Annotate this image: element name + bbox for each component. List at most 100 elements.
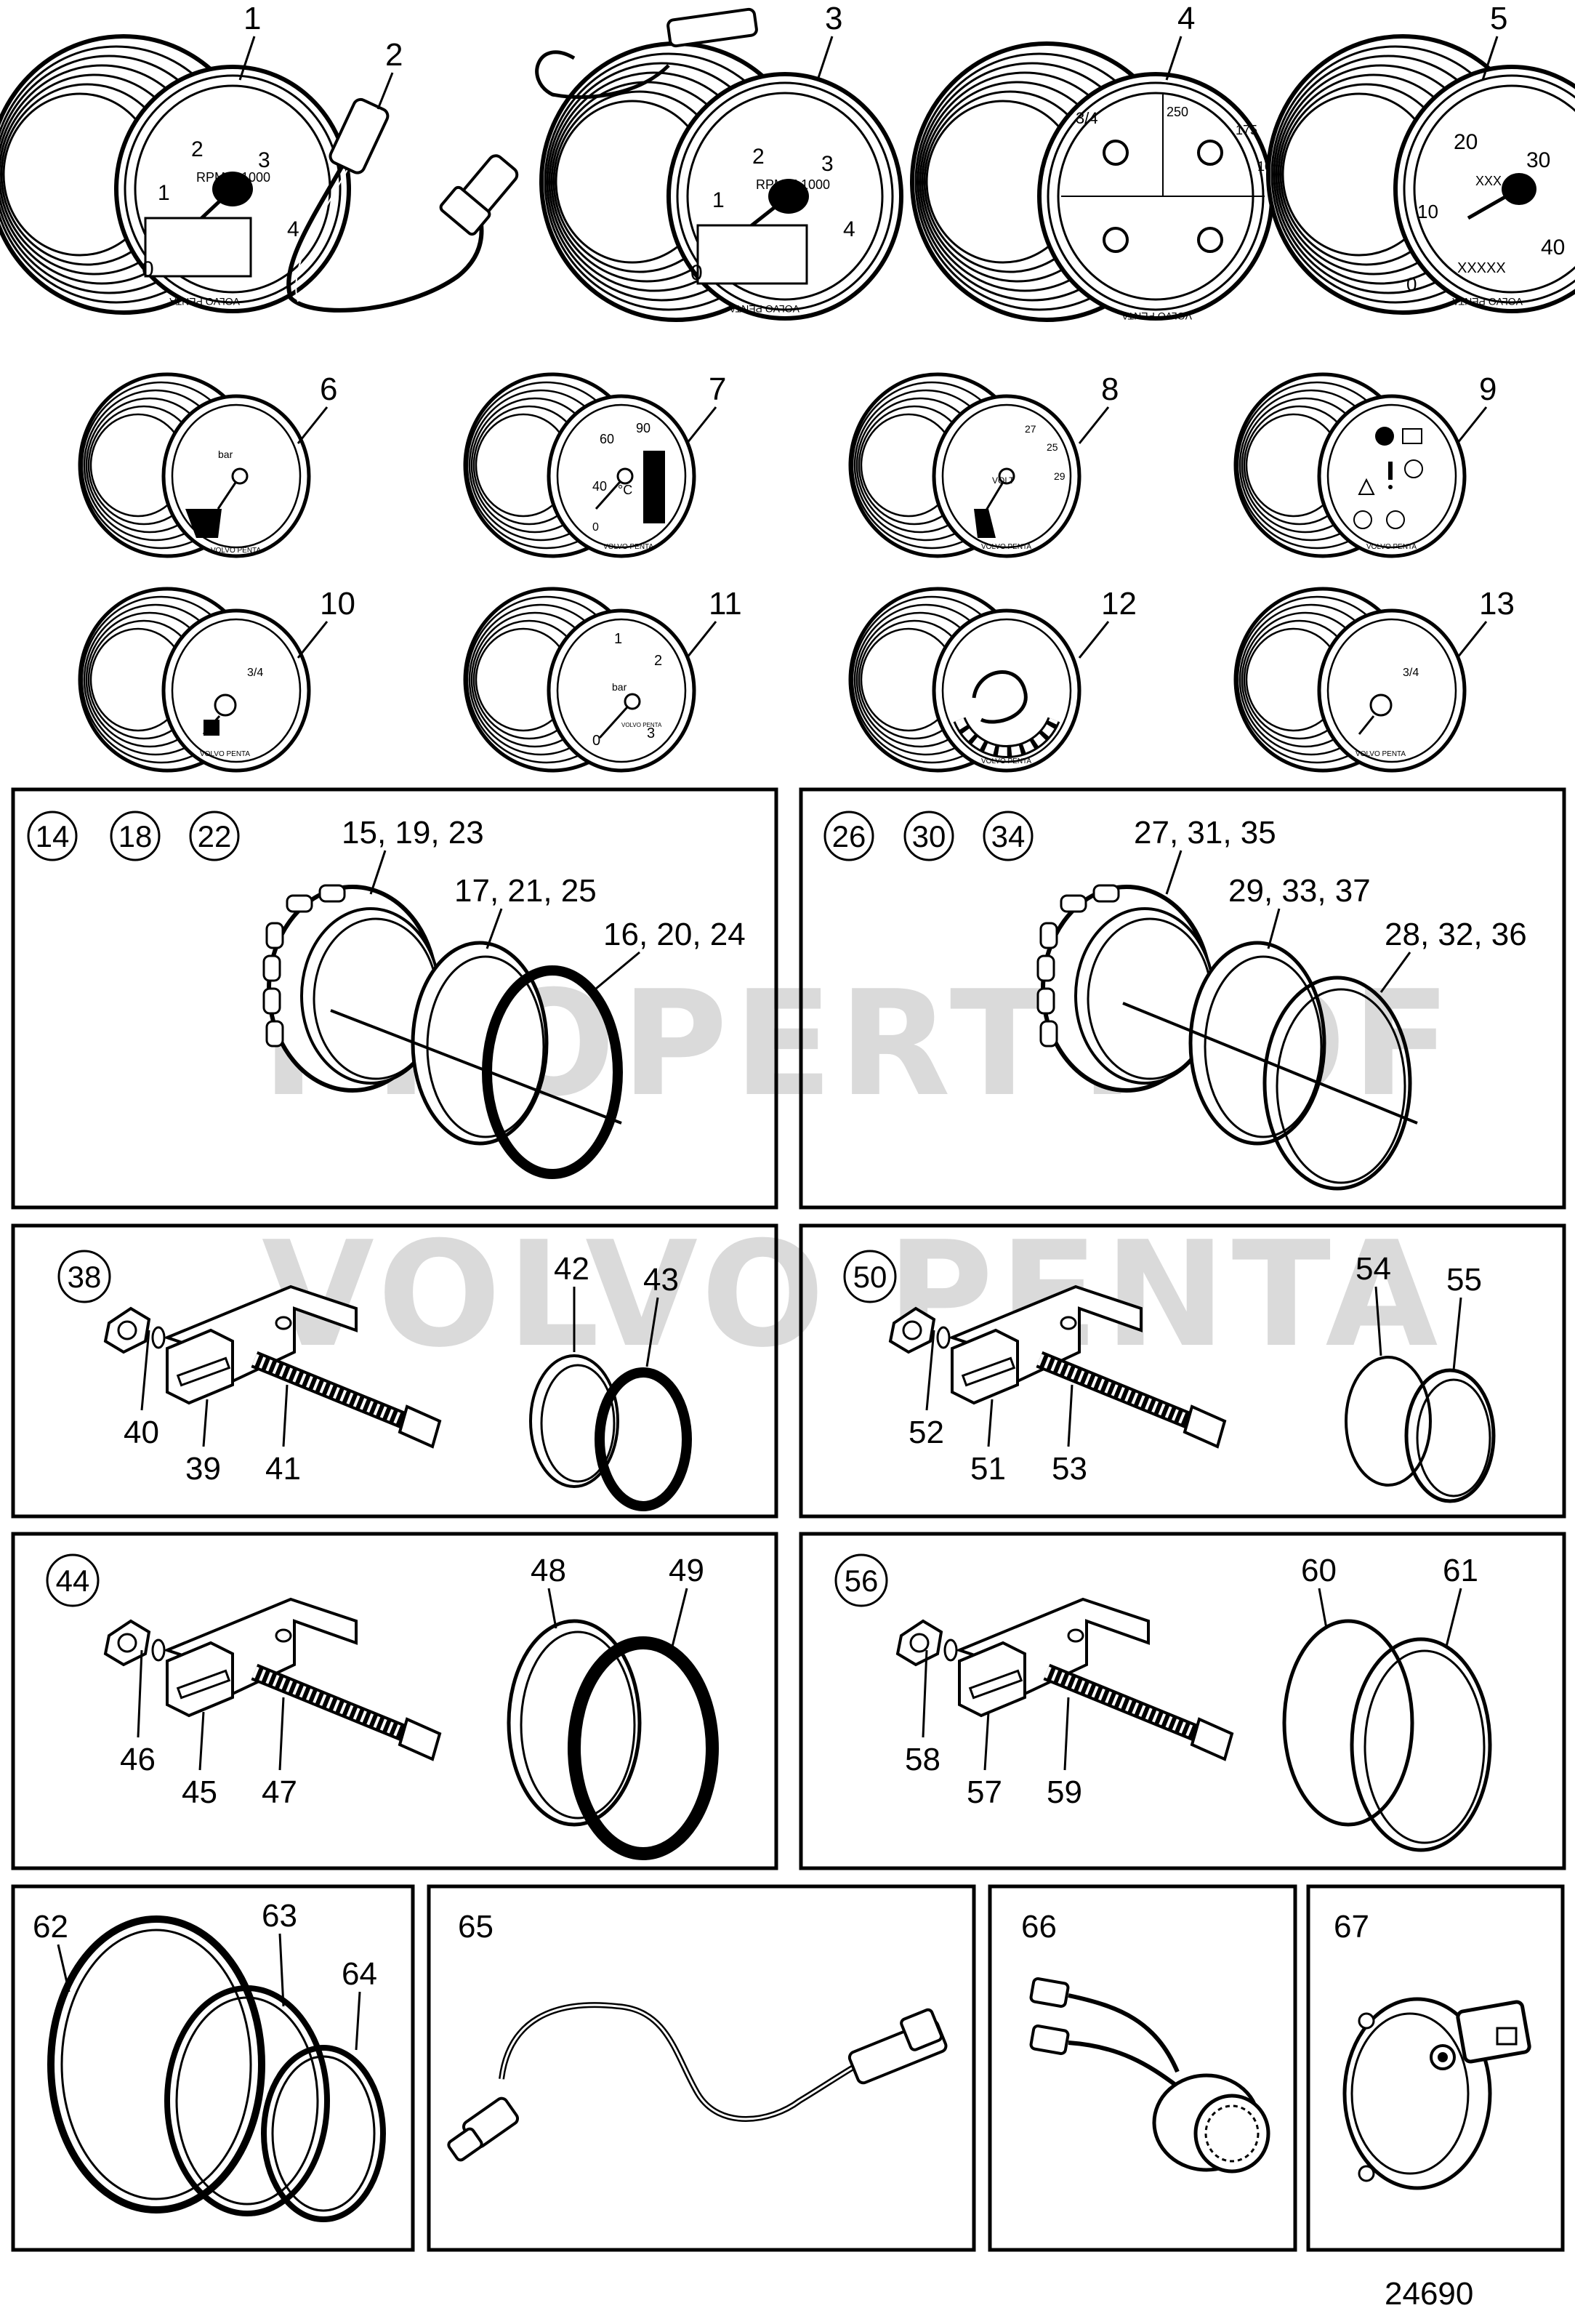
callout-67: 67 — [1334, 1909, 1369, 1945]
callout-39: 39 — [185, 1451, 221, 1487]
gauge-9: VOLVO PENTA — [1236, 374, 1465, 556]
callout-6: 6 — [320, 371, 337, 407]
gauge-6: bar VOLVO PENTA — [80, 374, 309, 556]
kit-ref-26: 26 — [832, 819, 866, 853]
gauge-3-brand: VOLVO PENTA — [729, 303, 799, 315]
gauge-13: 3/4 VOLVO PENTA — [1236, 589, 1465, 771]
kit-ref-30: 30 — [912, 819, 946, 853]
callout-49: 49 — [669, 1553, 704, 1588]
callout-40: 40 — [124, 1415, 159, 1450]
gauge-5-brand: VOLVO PENTA — [1452, 296, 1523, 307]
gauge-7-tick-1: 40 — [592, 479, 607, 494]
gauge-5-unit: XXX — [1475, 174, 1502, 188]
gauge-12: VOLVO PENTA — [850, 589, 1079, 771]
kit-ref-14: 14 — [36, 819, 70, 853]
panel-seals: 62 63 64 — [11, 1884, 415, 2252]
gauge-7-brand: VOLVO PENTA — [603, 543, 653, 551]
panel-buzzer: 66 — [988, 1884, 1297, 2252]
gauge-5-tick-2: 20 — [1454, 130, 1478, 154]
gauge-3: 0 1 2 3 4 RPM X 1000 VOLVO PENTA — [535, 7, 901, 320]
callout-57: 57 — [967, 1774, 1002, 1810]
callout-54: 54 — [1356, 1251, 1391, 1287]
callout-41: 41 — [265, 1451, 301, 1487]
kit-ref-56: 56 — [845, 1564, 879, 1598]
callout-60: 60 — [1301, 1553, 1337, 1588]
callout-12: 12 — [1101, 586, 1137, 622]
gauge-8: 19 27 25 29 VOLT VOLVO PENTA — [850, 374, 1079, 556]
callout-47: 47 — [262, 1774, 297, 1810]
panel-mount-kit-a: 38 40 39 41 42 43 — [11, 1223, 778, 1519]
gauge-5-tick-4: 40 — [1541, 236, 1565, 260]
gauge-9-brand: VOLVO PENTA — [1366, 543, 1417, 551]
callout-3: 3 — [825, 1, 842, 36]
callout-53: 53 — [1052, 1451, 1087, 1487]
gauge-11-tick-3: 3 — [647, 725, 655, 741]
callout-62: 62 — [33, 1909, 68, 1945]
gauge-1-unit: RPM X 1000 — [196, 170, 270, 185]
callout-16-20-24: 16, 20, 24 — [603, 917, 746, 952]
callout-11: 11 — [709, 586, 742, 622]
callout-64: 64 — [342, 1956, 377, 1992]
gauge-5-tick-0: 0 — [1406, 273, 1417, 295]
callout-29-33-37: 29, 33, 37 — [1228, 873, 1371, 909]
gauge-2-harness — [286, 97, 519, 313]
kit-ref-38: 38 — [68, 1260, 102, 1294]
callout-17-21-25: 17, 21, 25 — [454, 873, 597, 909]
gauge-7-tick-2: 60 — [600, 432, 614, 446]
kit-ref-34: 34 — [991, 819, 1026, 853]
gauge-3-tick-4: 4 — [843, 217, 855, 241]
callout-9: 9 — [1479, 371, 1497, 407]
gauge-3-tick-1: 1 — [712, 188, 725, 212]
gauge-6-unit: bar — [218, 449, 233, 460]
kit-ref-22: 22 — [198, 819, 232, 853]
gauge-7-tick-0: 0 — [592, 521, 599, 534]
kit-ref-18: 18 — [118, 819, 153, 853]
callout-5: 5 — [1490, 1, 1507, 36]
gauge-5: 0 10 20 30 40 XXX XXXXX VOLVO PENTA — [1268, 36, 1575, 313]
callout-13: 13 — [1479, 586, 1515, 622]
callout-52: 52 — [909, 1415, 944, 1450]
gauge-11-tick-2: 2 — [654, 653, 662, 669]
gauge-8-tick-1: 27 — [1025, 423, 1036, 435]
gauge-11-brand: VOLVO PENTA — [621, 722, 662, 728]
gauge-3-tick-3: 3 — [821, 152, 834, 176]
callout-59: 59 — [1047, 1774, 1082, 1810]
gauge-12-brand: VOLVO PENTA — [981, 757, 1031, 765]
gauge-10-brand: VOLVO PENTA — [200, 750, 250, 758]
callout-28-32-36: 28, 32, 36 — [1385, 917, 1527, 952]
watermark-line2: VOLVO PENTA — [262, 1210, 1443, 1380]
gauge-7: 0 40 60 90 °C VOLVO PENTA — [465, 374, 694, 556]
gauge-8-brand: VOLVO PENTA — [981, 543, 1031, 551]
gauge-3-tick-2: 2 — [752, 145, 765, 169]
gauge-10: 3/4 VOLVO PENTA — [80, 589, 309, 771]
gauge-5-tick-1: 10 — [1417, 201, 1438, 222]
gauge-1-tick-4: 4 — [287, 217, 299, 241]
gauge-1-tick-0: 0 — [142, 257, 154, 281]
gauge-11-tick-1: 1 — [614, 631, 622, 647]
callout-61: 61 — [1443, 1553, 1478, 1588]
gauge-7-unit: °C — [618, 483, 632, 497]
callout-8: 8 — [1101, 371, 1119, 407]
gauge-13-tick-0: 3/4 — [1403, 667, 1419, 679]
gauge-8-tick-2: 25 — [1047, 441, 1058, 453]
gauge-13-brand: VOLVO PENTA — [1356, 750, 1406, 758]
gauge-5-odometer: XXXXX — [1457, 260, 1506, 276]
callout-55: 55 — [1446, 1262, 1482, 1298]
panel-mount-kit-b: 50 52 51 53 54 55 — [799, 1223, 1566, 1519]
callout-27-31-35: 27, 31, 35 — [1134, 815, 1276, 851]
gauge-3-tick-0: 0 — [690, 261, 703, 285]
panel-bezel-kit-a: 14 18 22 15, 19, 23 17, 21, 25 16, 20, 2… — [11, 787, 778, 1210]
callout-46: 46 — [120, 1742, 156, 1777]
panel-mount-kit-d: 56 58 57 59 60 61 — [799, 1532, 1566, 1870]
gauge-11-unit: bar — [612, 681, 627, 693]
gauge-1-tick-3: 3 — [258, 148, 270, 172]
gauge-1-brand: VOLVO PENTA — [169, 296, 240, 307]
gauge-7-tick-3: 90 — [636, 421, 650, 435]
figure-id: 24690 — [1385, 2276, 1473, 2312]
gauge-10-tick-0: 3/4 — [247, 667, 263, 679]
panel-sender: 67 — [1306, 1884, 1565, 2252]
callout-45: 45 — [182, 1774, 217, 1810]
callout-7: 7 — [709, 371, 726, 407]
gauge-1-tick-2: 2 — [191, 137, 204, 161]
